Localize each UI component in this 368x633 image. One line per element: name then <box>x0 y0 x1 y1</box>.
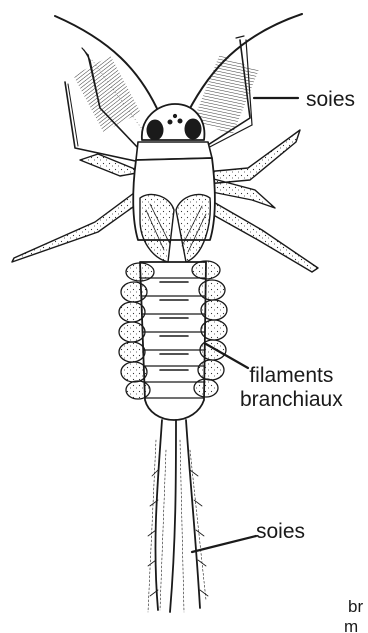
head <box>142 104 205 140</box>
label-setae-tail: soies <box>256 520 305 544</box>
label-gill-filaments: filaments branchiaux <box>240 364 343 412</box>
label-gill-filaments-line2: branchiaux <box>240 388 343 412</box>
label-setae-head: soies <box>306 88 355 112</box>
label-gill-filaments-line1: filaments <box>240 364 343 388</box>
caudal-filaments <box>148 420 208 612</box>
cut-text-line1: br <box>348 598 363 616</box>
abdomen <box>140 262 206 420</box>
pronotum <box>136 142 212 160</box>
cut-text-line2: m <box>344 618 358 633</box>
leader-setae-tail <box>192 536 256 552</box>
